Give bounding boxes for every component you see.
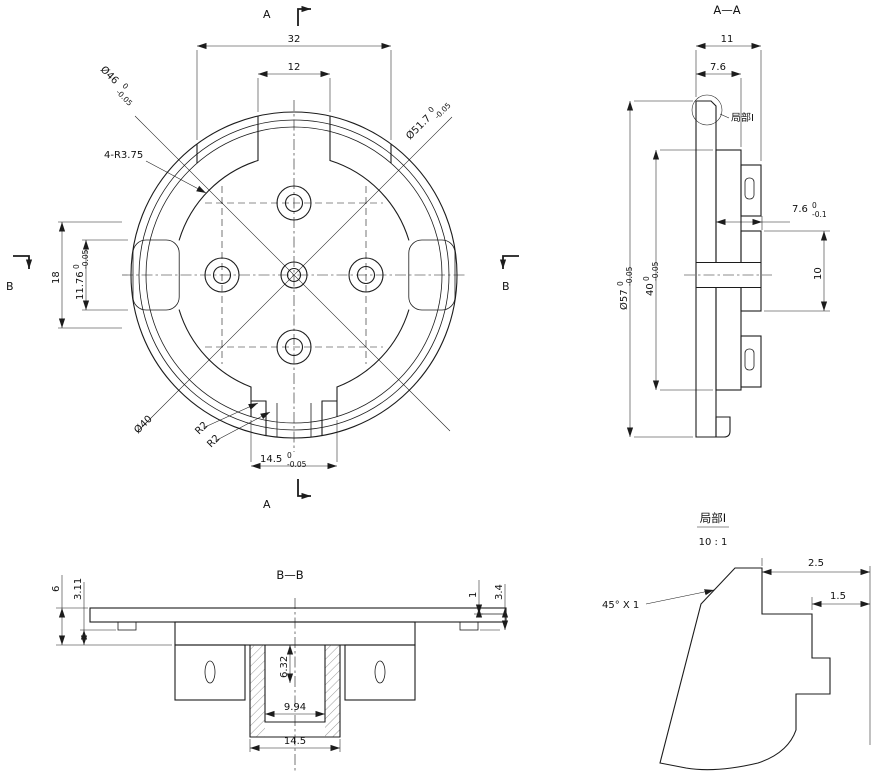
right-keyway-slot xyxy=(408,239,456,311)
detail-scale: 10 : 1 xyxy=(699,537,728,548)
aa-dim-7-6-tol: 7.6 xyxy=(792,204,808,215)
aa-dim-11: 11 xyxy=(721,34,734,45)
aa-dim-7-6-tol-upper: 0 xyxy=(812,201,817,210)
bb-dim-3-11: 3.11 xyxy=(73,578,84,600)
dim-11-76-upper-tol: 0 xyxy=(72,264,81,269)
bb-slot-hole-left xyxy=(204,660,216,684)
aa-dim-40-lower-tol: -0.05 xyxy=(651,261,660,281)
detail-callout-circle xyxy=(691,94,723,126)
detail-dimension-lines xyxy=(645,526,871,745)
section-aa-view: A—A 11 7.6 局部I Ø57 0 -0.05 40 0 -0.05 7.… xyxy=(616,3,830,438)
bb-dim-14-5: 14.5 xyxy=(284,736,306,747)
section-marker-a-top: A xyxy=(263,8,271,21)
front-view: A A B B 32 12 18 11.76 0 -0.05 Ø46 0 -0.… xyxy=(6,5,519,511)
dim-14-5-upper-tol: 0 xyxy=(287,451,292,460)
front-centerlines xyxy=(122,100,466,452)
detail-view: 局部I 10 : 1 2.5 1.5 45° X 1 xyxy=(602,511,871,771)
section-marker-b-left: B xyxy=(6,280,14,293)
aa-boss-top xyxy=(740,164,762,217)
aa-dim-40: 40 xyxy=(645,283,656,296)
dim-r2-b: R2 xyxy=(205,433,222,450)
dim-dia-51-7: Ø51.7 xyxy=(404,112,434,142)
bb-dim-9-94: 9.94 xyxy=(284,702,306,713)
front-holes xyxy=(204,185,384,365)
detail-dim-1-5: 1.5 xyxy=(830,591,846,602)
dim-12: 12 xyxy=(288,62,301,73)
front-leader-lines xyxy=(134,115,453,441)
detail-dim-2-5: 2.5 xyxy=(808,558,824,569)
dim-18: 18 xyxy=(51,271,62,284)
dim-dia-46-lower-tol: -0.05 xyxy=(114,88,134,108)
dim-11-76: 11.76 xyxy=(75,271,86,300)
bb-dimension-lines xyxy=(56,575,509,752)
aa-detail-label: 局部I xyxy=(731,111,754,124)
front-dimension-lines xyxy=(58,42,392,470)
rim-circle-1 xyxy=(138,119,450,431)
dim-r2-a: R2 xyxy=(193,420,210,437)
section-marker-b-right: B xyxy=(502,280,510,293)
bb-dim-3-4: 3.4 xyxy=(494,584,505,600)
section-marker-a-bottom: A xyxy=(263,498,271,511)
section-cut-markers xyxy=(13,5,519,500)
outer-circle xyxy=(130,111,458,439)
aa-dim-dia-57-upper-tol: 0 xyxy=(616,281,625,286)
bb-dim-1: 1 xyxy=(468,592,479,598)
aa-dim-40-upper-tol: 0 xyxy=(642,276,651,281)
aa-dim-dia-57: Ø57 xyxy=(618,289,630,310)
section-bb-view: B—B 6 3.11 1 3.4 6.32 9.94 14.5 xyxy=(51,568,509,772)
detail-outline xyxy=(659,567,831,771)
aa-slot-hole-top xyxy=(744,177,755,200)
front-outline xyxy=(130,111,458,439)
dim-11-76-lower-tol: -0.05 xyxy=(81,249,90,269)
aa-slot-hole-bottom xyxy=(744,348,755,371)
left-keyway-slot xyxy=(132,239,180,311)
aa-title: A—A xyxy=(713,3,740,17)
bb-dim-6: 6 xyxy=(51,586,62,592)
aa-dim-7-6: 7.6 xyxy=(710,62,726,73)
bb-boss-left xyxy=(174,644,246,701)
aa-dim-10: 10 xyxy=(813,267,824,280)
dim-dia-51-7-upper-tol: 0 xyxy=(426,105,436,115)
dim-14-5: 14.5 xyxy=(260,454,282,465)
aa-dim-dia-57-lower-tol: -0.05 xyxy=(625,266,634,286)
detail-chamfer-note: 45° X 1 xyxy=(602,600,639,611)
dim-dia-51-7-lower-tol: -0.05 xyxy=(433,101,453,121)
bb-slot-hole-right xyxy=(374,660,386,684)
aa-outline xyxy=(684,94,772,438)
rim-circle-2 xyxy=(145,126,443,424)
aa-dimension-lines xyxy=(626,42,830,438)
bb-boss-right xyxy=(344,644,416,701)
aa-dim-7-6-tol-lower: -0.1 xyxy=(812,210,827,219)
bb-plate xyxy=(89,607,507,623)
aa-boss-bottom xyxy=(740,335,762,388)
bb-title: B—B xyxy=(276,568,303,582)
dim-4-r375: 4-R3.75 xyxy=(104,150,143,161)
dim-dia-46-upper-tol: 0 xyxy=(121,81,131,91)
dim-dia-46: Ø46 xyxy=(98,64,121,87)
center-hole xyxy=(280,261,308,289)
detail-title: 局部I xyxy=(700,511,726,525)
bb-dim-6-32: 6.32 xyxy=(279,656,290,678)
bb-outline xyxy=(89,598,507,772)
dim-14-5-lower-tol: -0.05 xyxy=(287,460,307,469)
aa-bottom-tab xyxy=(715,416,731,438)
dim-dia-40: Ø40 xyxy=(132,413,155,436)
dim-32: 32 xyxy=(288,34,301,45)
